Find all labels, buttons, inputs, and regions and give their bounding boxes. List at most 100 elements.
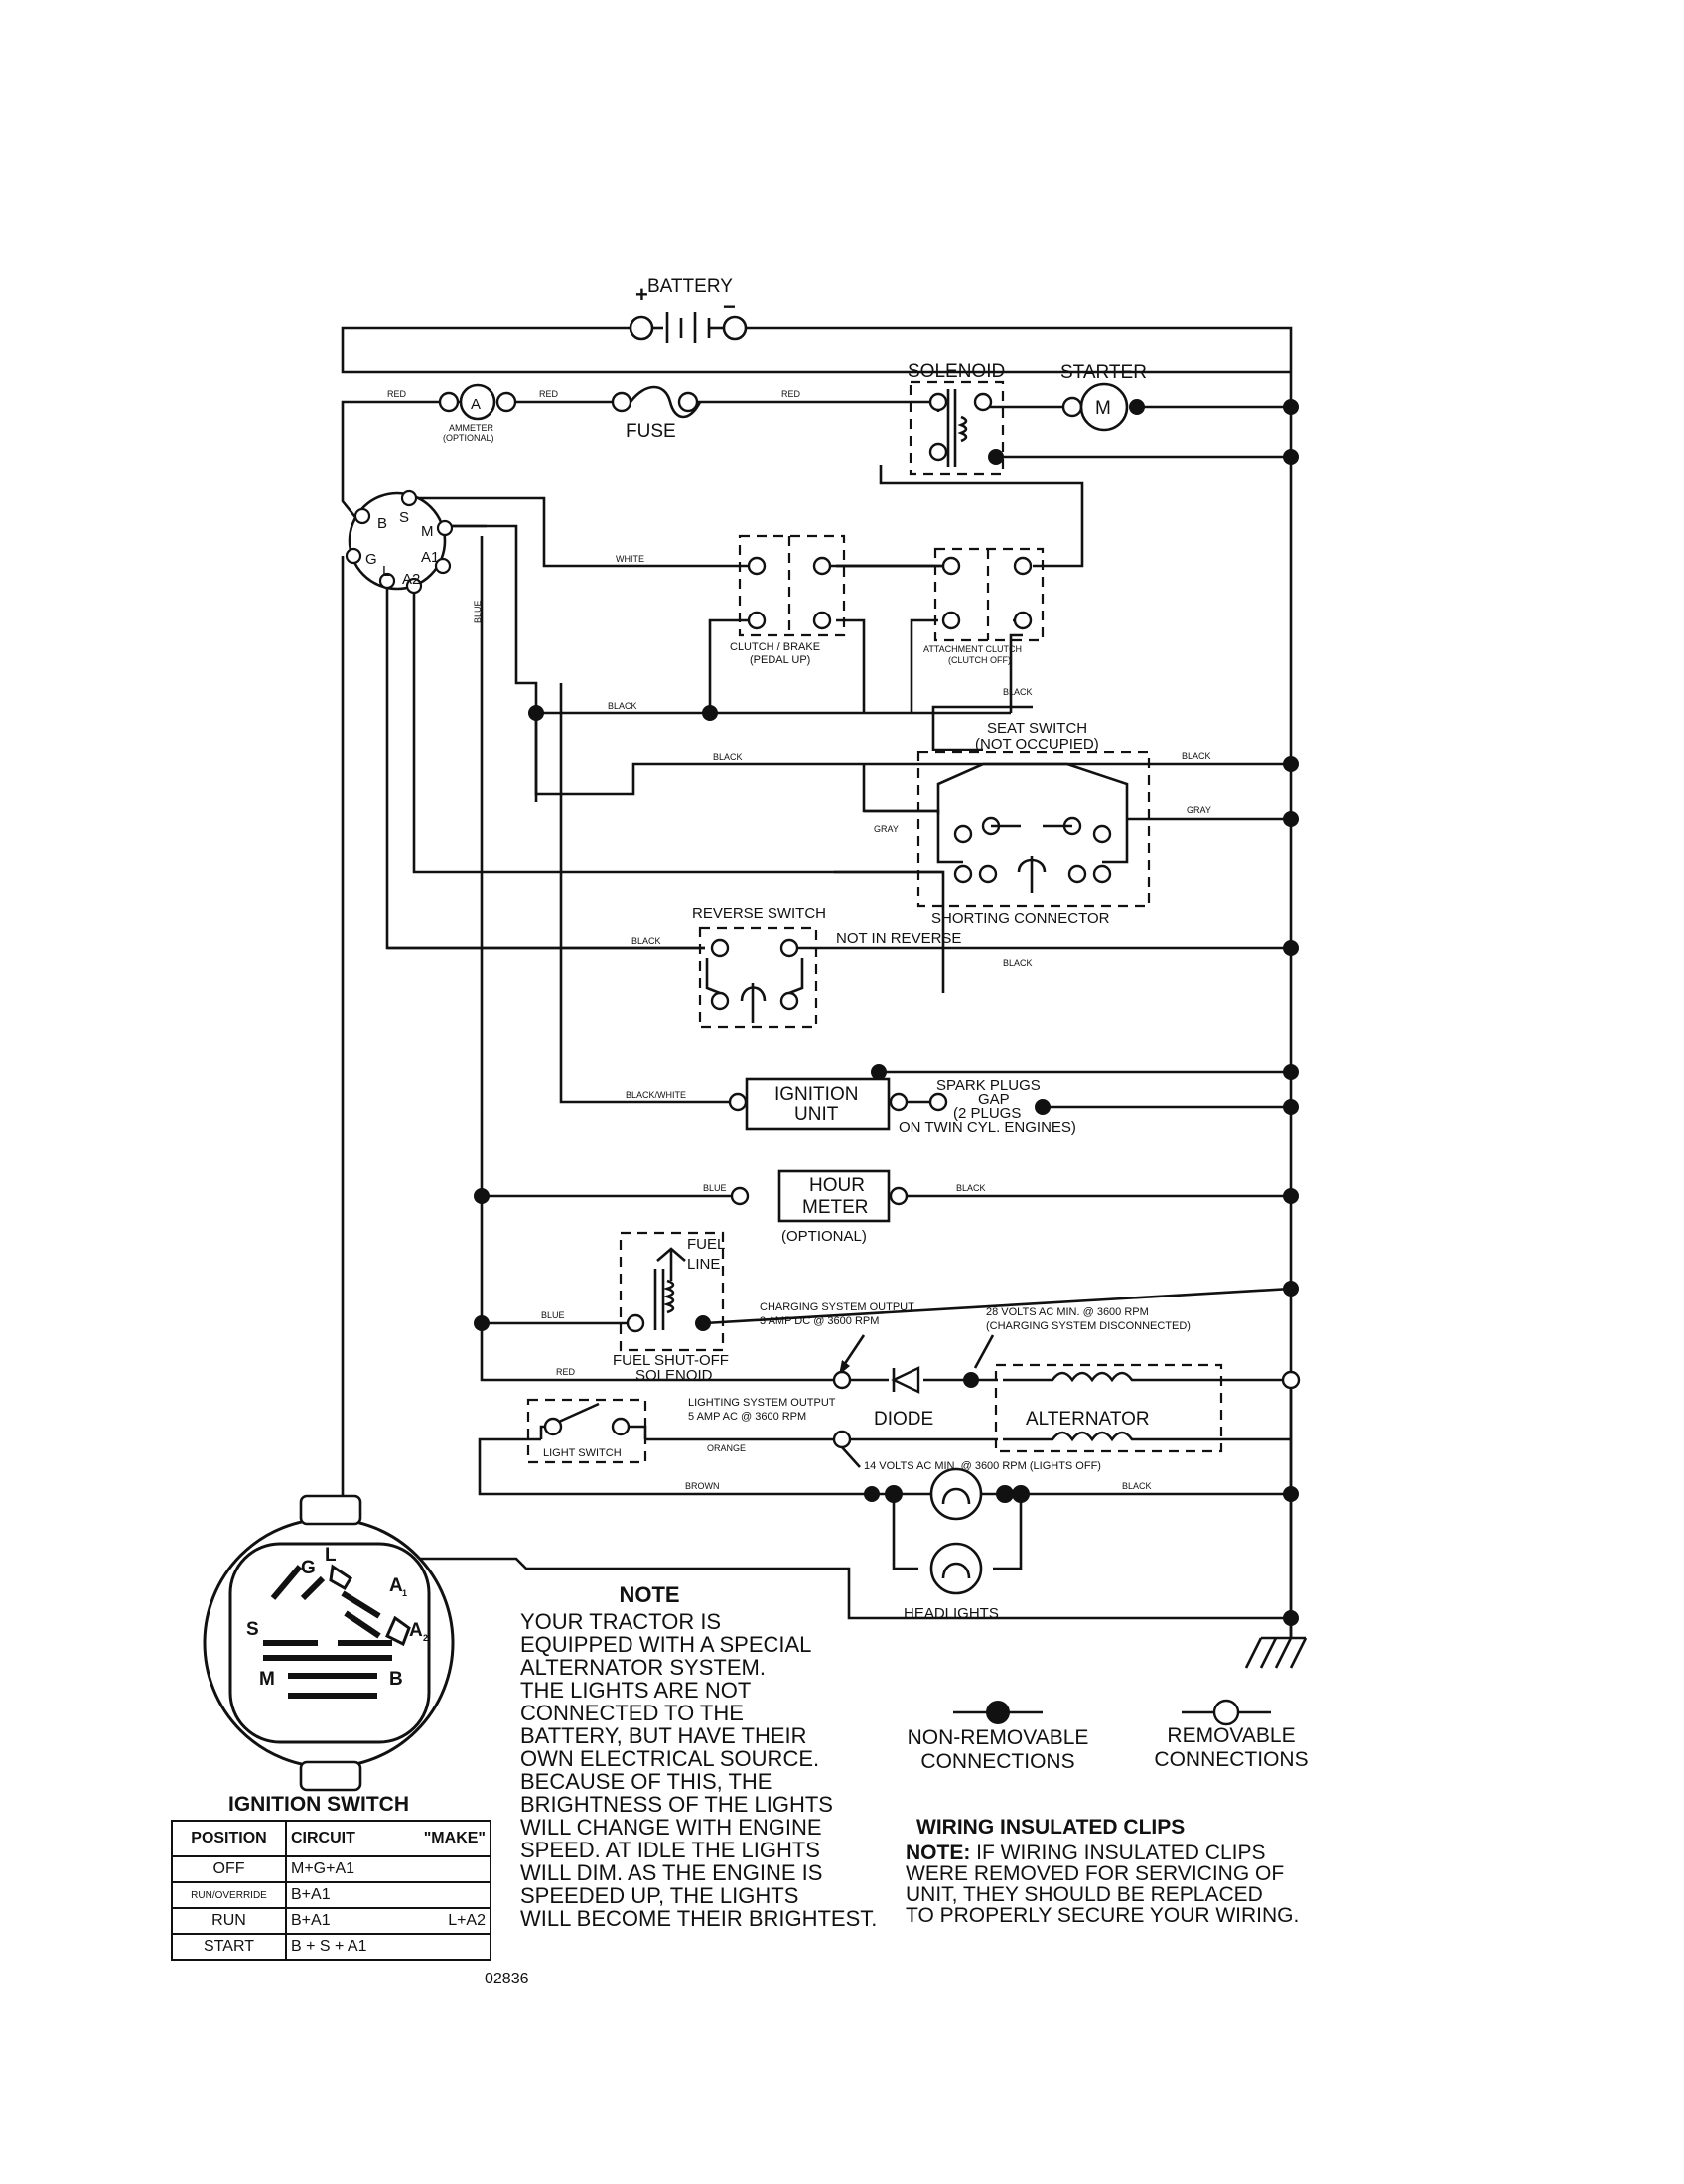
wire-label-black-5: BLACK <box>632 936 661 946</box>
note-title: NOTE <box>619 1582 680 1607</box>
clips-title: WIRING INSULATED CLIPS <box>916 1816 1186 1839</box>
face-b: B <box>389 1669 403 1690</box>
row-position: START <box>171 1933 287 1961</box>
legend-non-removable: NON-REMOVABLE CONNECTIONS <box>899 1726 1097 1774</box>
clips-line-3: UNIT, THEY SHOULD BE REPLACED <box>906 1883 1263 1906</box>
battery-label: BATTERY <box>647 276 733 297</box>
reverse-switch: REVERSE SWITCH NOT IN REVERSE BLACK BLAC… <box>632 905 1033 1029</box>
wires <box>341 326 1293 1638</box>
terminal-b: B <box>377 515 387 532</box>
table-header-row: POSITION CIRCUIT"MAKE" <box>171 1820 491 1857</box>
charging-output-label-1: CHARGING SYSTEM OUTPUT <box>760 1301 914 1313</box>
wire-label-red-3: RED <box>781 389 801 399</box>
table-row: START B + S + A1 <box>171 1933 491 1961</box>
non-removable-dot <box>986 1701 1010 1724</box>
note-line: OWN ELECTRICAL SOURCE. <box>520 1746 820 1771</box>
wire-label-brown: BROWN <box>685 1481 720 1491</box>
fuel-solenoid-label-1: FUEL SHUT-OFF <box>613 1352 729 1369</box>
hour-meter-label-3: (OPTIONAL) <box>781 1228 867 1245</box>
wire-label-red-1: RED <box>387 389 407 399</box>
face-a2: A <box>409 1620 423 1641</box>
row-circuit-cell: M+G+A1 <box>285 1855 491 1883</box>
volts28-label-1: 28 VOLTS AC MIN. @ 3600 RPM <box>986 1306 1149 1318</box>
note-line: WILL BECOME THEIR BRIGHTEST. <box>520 1906 878 1931</box>
hour-meter-label-2: METER <box>802 1197 869 1218</box>
fuse: FUSE RED <box>611 385 801 442</box>
ammeter: A AMMETER (OPTIONAL) RED RED <box>387 383 559 443</box>
spark-plugs-label-2: GAP <box>978 1091 1010 1108</box>
terminal-a1: A1 <box>421 549 439 566</box>
clips-line-4: TO PROPERLY SECURE YOUR WIRING. <box>906 1904 1300 1927</box>
fuse-label: FUSE <box>626 421 676 442</box>
face-s: S <box>246 1619 259 1640</box>
row-extra: L+A2 <box>448 1912 486 1929</box>
terminal-g: G <box>365 551 377 568</box>
ignition-switch-face: G L A 1 S A 2 M B <box>203 1494 455 1792</box>
spark-plugs-label-3: (2 PLUGS <box>953 1105 1021 1122</box>
shorting-connector-label: SHORTING CONNECTOR <box>931 910 1110 927</box>
volts14-label: 14 VOLTS AC MIN. @ 3600 RPM (LIGHTS OFF) <box>864 1460 1101 1472</box>
ammeter-label-1: AMMETER <box>449 423 494 433</box>
not-in-reverse-label: NOT IN REVERSE <box>836 930 961 947</box>
diode-label: DIODE <box>874 1409 933 1430</box>
wire-label-blue-2: BLUE <box>703 1183 727 1193</box>
table-row: RUN/OVERRIDE B+A1 <box>171 1881 491 1909</box>
light-switch-label: LIGHT SWITCH <box>543 1447 622 1459</box>
attachment-clutch-label-1: ATTACHMENT CLUTCH <box>923 644 1022 654</box>
battery-minus: − <box>723 294 736 319</box>
wire-label-red-2: RED <box>539 389 559 399</box>
terminal-m: M <box>421 523 434 540</box>
legend-removable: REMOVABLE CONNECTIONS <box>1132 1724 1331 1772</box>
note-block: NOTE YOUR TRACTOR IS EQUIPPED WITH A SPE… <box>520 1583 898 1930</box>
face-l: L <box>325 1545 337 1566</box>
header-circuit: CIRCUIT <box>291 1830 355 1846</box>
wire-label-black-3: BLACK <box>713 752 743 762</box>
terminal-l: L <box>382 563 390 580</box>
note-line: YOUR TRACTOR IS <box>520 1609 722 1634</box>
clutch-brake-label-1: CLUTCH / BRAKE <box>730 641 820 653</box>
spark-plugs-label-1: SPARK PLUGS <box>936 1077 1041 1094</box>
hour-meter: HOUR METER (OPTIONAL) BLUE BLACK <box>703 1169 986 1245</box>
note-line: EQUIPPED WITH A SPECIAL <box>520 1632 812 1657</box>
header-position: POSITION <box>171 1820 287 1857</box>
ground-symbol <box>1244 1636 1308 1669</box>
row-circuit-cell: B+A1 <box>285 1881 491 1909</box>
battery-plus: + <box>635 282 648 307</box>
junction-dots <box>474 399 1299 1626</box>
note-line: SPEED. AT IDLE THE LIGHTS <box>520 1838 820 1862</box>
seat-switch-label-1: SEAT SWITCH <box>987 720 1087 737</box>
lighting-output-label-2: 5 AMP AC @ 3600 RPM <box>688 1411 806 1423</box>
solenoid: SOLENOID <box>908 361 1005 476</box>
note-line: CONNECTED TO THE <box>520 1701 744 1725</box>
fuel-solenoid-label-2: SOLENOID <box>635 1367 713 1384</box>
seat-switch-label-2: (NOT OCCUPIED) <box>975 736 1099 752</box>
ignition-table-title: IGNITION SWITCH <box>228 1793 409 1816</box>
wire-label-black-4: BLACK <box>608 701 637 711</box>
note-line: THE LIGHTS ARE NOT <box>520 1678 752 1703</box>
row-circuit: B+A1 <box>291 1912 331 1929</box>
drawing-number: 02836 <box>485 1971 529 1987</box>
ignition-unit-label-2: UNIT <box>794 1104 839 1125</box>
face-a1-sub: 1 <box>402 1588 407 1598</box>
face-g: G <box>301 1558 316 1578</box>
wire-label-blue-1: BLUE <box>473 600 483 623</box>
clutch-brake-switch: CLUTCH / BRAKE (PEDAL UP) <box>730 534 846 666</box>
clips-note-label: NOTE: <box>906 1842 971 1864</box>
ammeter-label-2: (OPTIONAL) <box>443 433 494 443</box>
attachment-clutch-label-2: (CLUTCH OFF) <box>948 655 1011 665</box>
note-line: BECAUSE OF THIS, THE <box>520 1769 772 1794</box>
clips-block: WIRING INSULATED CLIPS NOTE: IF WIRING I… <box>906 1817 1299 1926</box>
starter: M STARTER <box>1060 362 1147 432</box>
headlights: HEADLIGHTS BLACK <box>864 1467 1152 1622</box>
reverse-switch-label: REVERSE SWITCH <box>692 905 826 922</box>
ammeter-symbol: A <box>471 396 481 413</box>
headlights-label: HEADLIGHTS <box>904 1605 999 1622</box>
wire-label-blue-3: BLUE <box>541 1310 565 1320</box>
clips-line-1-text: IF WIRING INSULATED CLIPS <box>970 1842 1266 1864</box>
header-circuit-make: CIRCUIT"MAKE" <box>285 1820 491 1857</box>
attachment-clutch-switch: ATTACHMENT CLUTCH (CLUTCH OFF) BLACK <box>923 547 1045 697</box>
wire-label-black-6: BLACK <box>1003 958 1033 968</box>
ignition-switch-schematic: B S M G A1 L A2 BLUE WHITE <box>345 489 644 623</box>
fuel-solenoid: FUEL LINE FUEL SHUT-OFF SOLENOID BLUE RE… <box>541 1231 729 1384</box>
wire-label-orange: ORANGE <box>707 1443 746 1453</box>
